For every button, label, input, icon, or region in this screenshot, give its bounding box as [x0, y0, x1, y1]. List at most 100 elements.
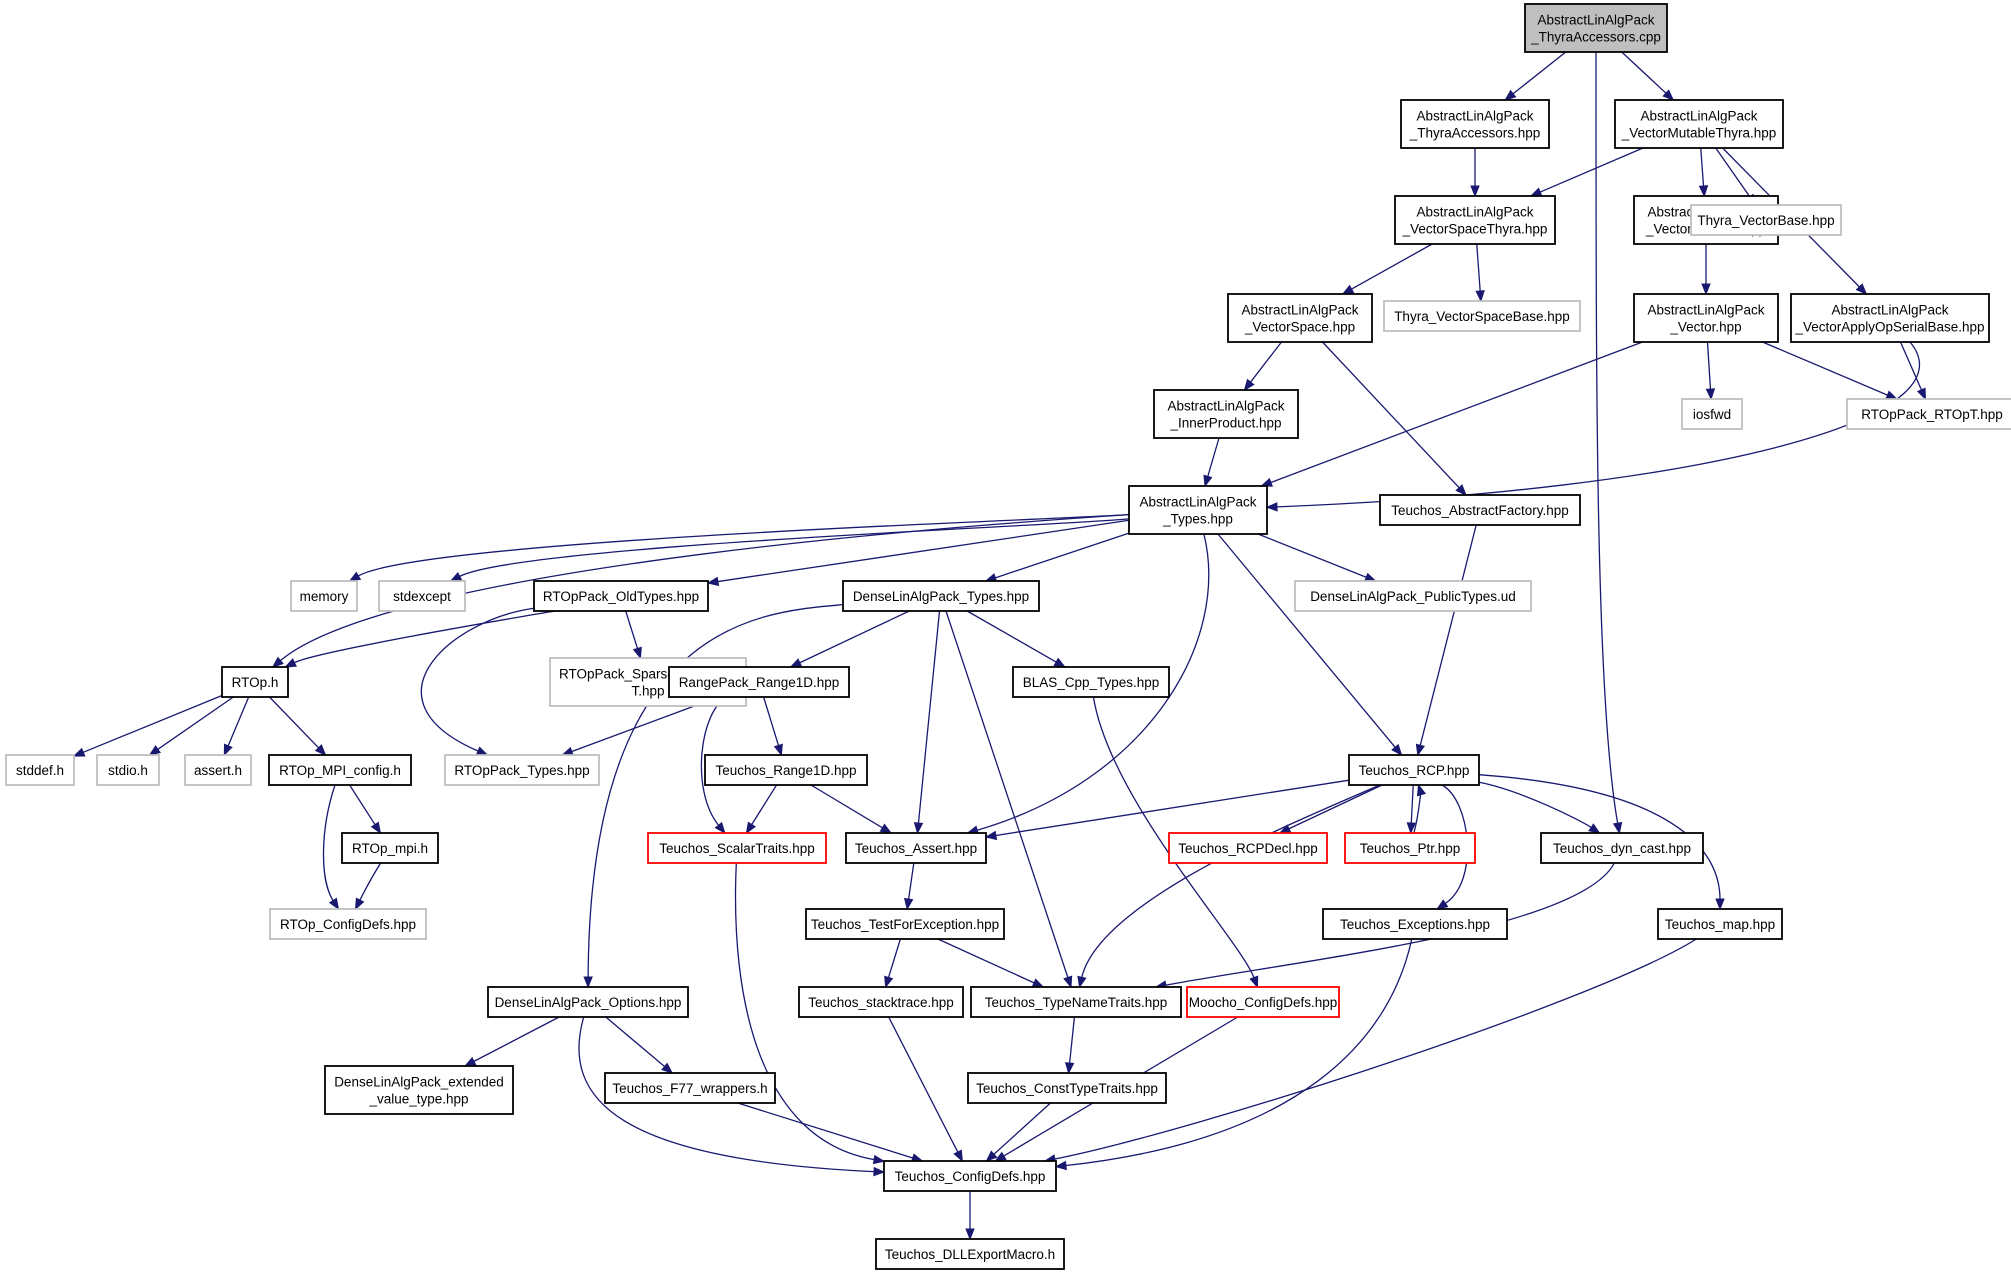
- node-label: Teuchos_AbstractFactory.hpp: [1391, 503, 1569, 518]
- node-box: [290, 580, 358, 612]
- edge-rtopH-to-stddef: [72, 694, 223, 757]
- file-node-innerProduct[interactable]: AbstractLinAlgPack_InnerProduct.hpp: [1153, 389, 1299, 439]
- file-node-rcpDecl[interactable]: Teuchos_RCPDecl.hpp: [1168, 832, 1328, 864]
- edge-line: [1419, 524, 1477, 746]
- file-node-densePublicTypes[interactable]: DenseLinAlgPack_PublicTypes.ud: [1294, 580, 1532, 612]
- edge-line: [1217, 533, 1396, 748]
- file-node-stddef[interactable]: stddef.h: [5, 754, 75, 786]
- file-node-exceptions[interactable]: Teuchos_Exceptions.hpp: [1322, 908, 1508, 940]
- node-label: _ThyraAccessors.hpp: [1409, 126, 1541, 141]
- edge-line: [995, 779, 1350, 837]
- file-node-vecMutThyra[interactable]: AbstractLinAlgPack_VectorMutableThyra.hp…: [1614, 99, 1784, 149]
- file-node-rcp[interactable]: Teuchos_RCP.hpp: [1348, 754, 1480, 786]
- file-node-map[interactable]: Teuchos_map.hpp: [1657, 908, 1783, 940]
- file-node-ptr[interactable]: Teuchos_Ptr.hpp: [1344, 832, 1476, 864]
- edge-line: [1595, 51, 1619, 824]
- edge-arrowhead: [271, 656, 284, 668]
- edge-line: [420, 607, 535, 752]
- edge-arrowhead: [984, 830, 998, 841]
- file-node-stdio[interactable]: stdio.h: [96, 754, 160, 786]
- edge-denseTypes-to-blasTypes: [966, 610, 1067, 668]
- node-label: Teuchos_RCPDecl.hpp: [1178, 841, 1318, 856]
- edge-line: [1065, 938, 1413, 1167]
- edge-line: [995, 532, 1130, 579]
- file-node-rtopConfigDefs[interactable]: RTOp_ConfigDefs.hpp: [269, 908, 427, 940]
- file-node-stdexcept[interactable]: stdexcept: [378, 580, 466, 612]
- node-box: [444, 754, 600, 786]
- edge-arrowhead: [148, 745, 161, 756]
- node-box: [487, 986, 689, 1018]
- node-box: [324, 1065, 514, 1115]
- file-node-constTypeTraits[interactable]: Teuchos_ConstTypeTraits.hpp: [967, 1072, 1167, 1104]
- file-node-vecApplyOp[interactable]: AbstractLinAlgPack_VectorApplyOpSerialBa…: [1790, 293, 1990, 343]
- file-node-blasTypes[interactable]: BLAS_Cpp_Types.hpp: [1012, 666, 1170, 698]
- file-node-absFactory[interactable]: Teuchos_AbstractFactory.hpp: [1379, 494, 1581, 526]
- node-label: assert.h: [194, 763, 242, 778]
- node-label: Teuchos_RCP.hpp: [1359, 763, 1470, 778]
- file-node-teuchosRange1D[interactable]: Teuchos_Range1D.hpp: [704, 754, 868, 786]
- file-node-rtopMpi[interactable]: RTOp_mpi.h: [341, 832, 439, 864]
- file-node-denseOptions[interactable]: DenseLinAlgPack_Options.hpp: [487, 986, 689, 1018]
- file-node-iosfwd[interactable]: iosfwd: [1681, 398, 1743, 430]
- file-node-typeNameTraits[interactable]: Teuchos_TypeNameTraits.hpp: [970, 986, 1182, 1018]
- edge-types-to-denseTypes: [984, 532, 1130, 583]
- file-node-stacktrace[interactable]: Teuchos_stacktrace.hpp: [798, 986, 964, 1018]
- edge-arrowhead: [745, 821, 757, 835]
- file-node-denseExtended[interactable]: DenseLinAlgPack_extended_value_type.hpp: [324, 1065, 514, 1115]
- edge-line: [993, 1102, 1051, 1155]
- file-node-f77wrappers[interactable]: Teuchos_F77_wrappers.h: [604, 1072, 776, 1104]
- file-node-vecSpace[interactable]: AbstractLinAlgPack_VectorSpace.hpp: [1227, 293, 1373, 343]
- node-label: Thyra_VectorSpaceBase.hpp: [1394, 309, 1570, 324]
- edge-rcp-to-map: [1478, 774, 1725, 911]
- edge-arrowhead: [1504, 89, 1517, 101]
- edge-arrowhead: [1063, 975, 1073, 989]
- node-box: [378, 580, 466, 612]
- edge-scalarTraits-to-teuchosConfigDefs: [734, 862, 886, 1165]
- edge-arrowhead: [1341, 284, 1355, 295]
- file-node-teuchosConfigDefs[interactable]: Teuchos_ConfigDefs.hpp: [883, 1160, 1057, 1192]
- edge-absFactory-to-rcp: [1415, 524, 1477, 757]
- file-node-dllExport[interactable]: Teuchos_DLLExportMacro.h: [875, 1238, 1065, 1270]
- edge-line: [1478, 774, 1721, 900]
- edge-line: [717, 519, 1130, 583]
- edge-line: [280, 514, 1130, 662]
- file-node-assertH[interactable]: assert.h: [184, 754, 252, 786]
- edge-line: [1413, 793, 1422, 834]
- edge-innerProduct-to-types: [1203, 437, 1220, 488]
- edge-arrowhead: [1436, 899, 1449, 910]
- file-node-rtopOldTypes[interactable]: RTOpPack_OldTypes.hpp: [533, 580, 709, 612]
- file-node-scalarTraits[interactable]: Teuchos_ScalarTraits.hpp: [647, 832, 827, 864]
- file-node-root[interactable]: AbstractLinAlgPack_ThyraAccessors.cpp: [1524, 3, 1668, 53]
- file-node-moochoConfigDefs[interactable]: Moocho_ConfigDefs.hpp: [1186, 986, 1340, 1018]
- edge-line: [1270, 341, 1643, 484]
- file-node-rtopH[interactable]: RTOp.h: [221, 666, 289, 698]
- edge-line: [977, 533, 1210, 831]
- file-node-thyraAccHpp[interactable]: AbstractLinAlgPack_ThyraAccessors.hpp: [1400, 99, 1550, 149]
- file-node-vector[interactable]: AbstractLinAlgPack_Vector.hpp: [1633, 293, 1779, 343]
- edge-arrowhead: [985, 1150, 998, 1162]
- node-label: RTOp_MPI_config.h: [279, 763, 401, 778]
- file-node-assertHpp[interactable]: Teuchos_Assert.hpp: [845, 832, 987, 864]
- file-node-vecSpaceThyra[interactable]: AbstractLinAlgPack_VectorSpaceThyra.hpp: [1394, 195, 1556, 245]
- edge-rtopOldTypes-to-rtopTypes: [420, 607, 535, 756]
- node-box: [798, 986, 964, 1018]
- file-node-testForExc[interactable]: Teuchos_TestForException.hpp: [805, 908, 1005, 940]
- node-box: [184, 754, 252, 786]
- file-node-thyraVecSpaceBase[interactable]: Thyra_VectorSpaceBase.hpp: [1383, 300, 1581, 332]
- file-node-memory[interactable]: memory: [290, 580, 358, 612]
- file-node-types[interactable]: AbstractLinAlgPack_Types.hpp: [1128, 485, 1268, 535]
- edge-arrowhead: [354, 897, 365, 911]
- file-node-rtopTypes[interactable]: RTOpPack_Types.hpp: [444, 754, 600, 786]
- file-node-range1D[interactable]: RangePack_Range1D.hpp: [668, 666, 850, 698]
- file-node-rtopT[interactable]: RTOpPack_RTOpT.hpp: [1846, 398, 2011, 430]
- edge-range1D-to-teuchosRange1D: [762, 696, 783, 757]
- file-node-mpiConfig[interactable]: RTOp_MPI_config.h: [268, 754, 412, 786]
- file-node-dynCast[interactable]: Teuchos_dyn_cast.hpp: [1540, 832, 1704, 864]
- file-node-thyraVecBase[interactable]: Thyra_VectorBase.hpp: [1690, 204, 1842, 236]
- file-node-denseTypes[interactable]: DenseLinAlgPack_Types.hpp: [842, 580, 1040, 612]
- edge-denseOptions-to-denseExtended: [463, 1016, 560, 1067]
- file-nodes: AbstractLinAlgPack_ThyraAccessors.cppAbs…: [5, 3, 2011, 1270]
- edge-arrowhead: [872, 1154, 886, 1165]
- node-label: _ThyraAccessors.cpp: [1530, 30, 1661, 45]
- node-label: Teuchos_F77_wrappers.h: [612, 1081, 767, 1096]
